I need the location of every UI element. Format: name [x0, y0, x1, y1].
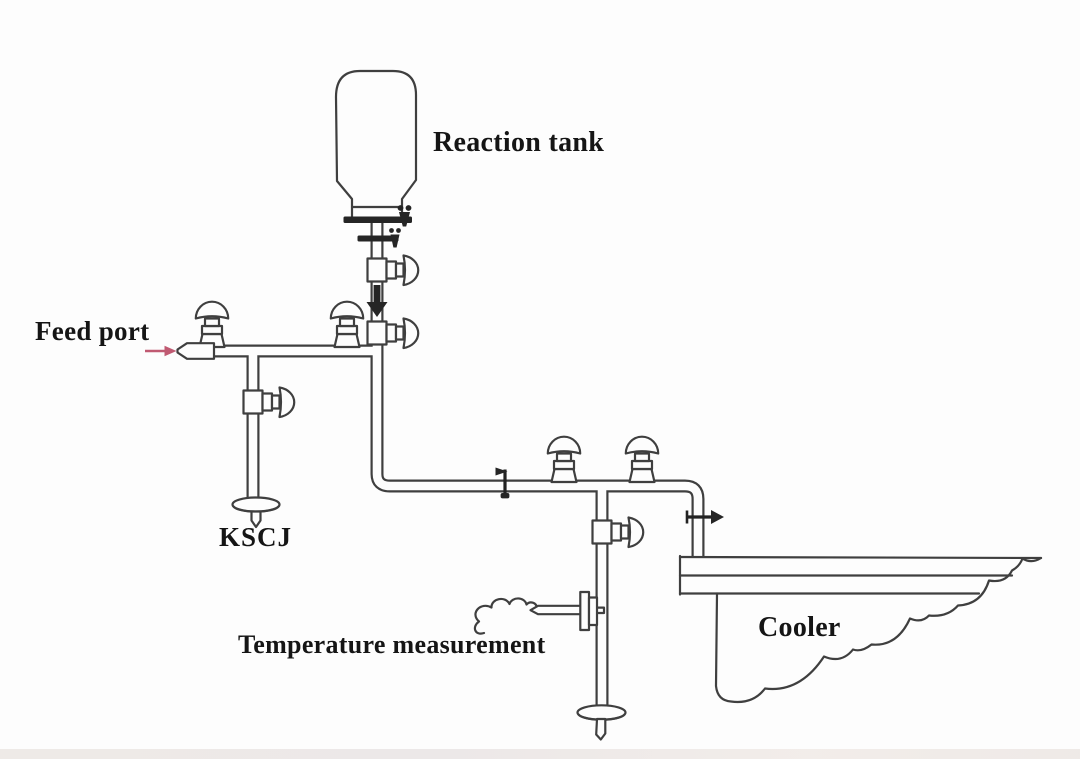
pipe-clamp-icon: [389, 228, 401, 248]
lower-valve-1-icon: [546, 435, 582, 484]
main-pipe: [370, 222, 705, 557]
tank-side-valve-icon: [366, 254, 420, 287]
cooler-label: Cooler: [758, 612, 841, 643]
kscj-label: KSCJ: [219, 522, 293, 552]
feed-port-socket: [176, 342, 216, 360]
temperature-side-valve-icon: [591, 516, 645, 549]
clamp-vertical-icon: [495, 467, 510, 499]
reaction-tank-label: Reaction tank: [433, 127, 605, 158]
kscj-spray-disc: [231, 496, 281, 529]
temperature-measurement-label: Temperature measurement: [238, 630, 546, 659]
feed-valve-2-icon: [329, 300, 365, 349]
bottom-spray-disc: [576, 704, 627, 741]
pipe-clamp-bar: [357, 235, 399, 242]
bottom-edge-artifact: [0, 749, 1080, 759]
probe-flange-inner: [587, 596, 599, 627]
lower-valve-2-icon: [624, 435, 660, 484]
thermometer-probe-icon: [529, 604, 583, 616]
probe-flange-outer: [579, 590, 591, 632]
feed-port-arrow-icon: [145, 345, 177, 357]
feed-valve-1-icon: [194, 300, 230, 349]
clamp-horizontal-icon: [685, 510, 724, 524]
cooler-shape: [678, 554, 1043, 704]
leader-squiggle: [473, 597, 539, 635]
junction-side-valve-icon: [366, 317, 420, 350]
feed-port-label: Feed port: [35, 316, 150, 346]
reaction-tank-shape: [334, 69, 418, 248]
flange-clamp-icon: [397, 205, 412, 227]
flow-down-arrow-icon: [366, 285, 388, 317]
tank-flange-bar: [343, 216, 412, 223]
kscj-side-valve-icon: [242, 386, 296, 419]
cooler-scalloped-edge: [714, 556, 1043, 704]
temperature-probe-assembly: [473, 590, 606, 635]
